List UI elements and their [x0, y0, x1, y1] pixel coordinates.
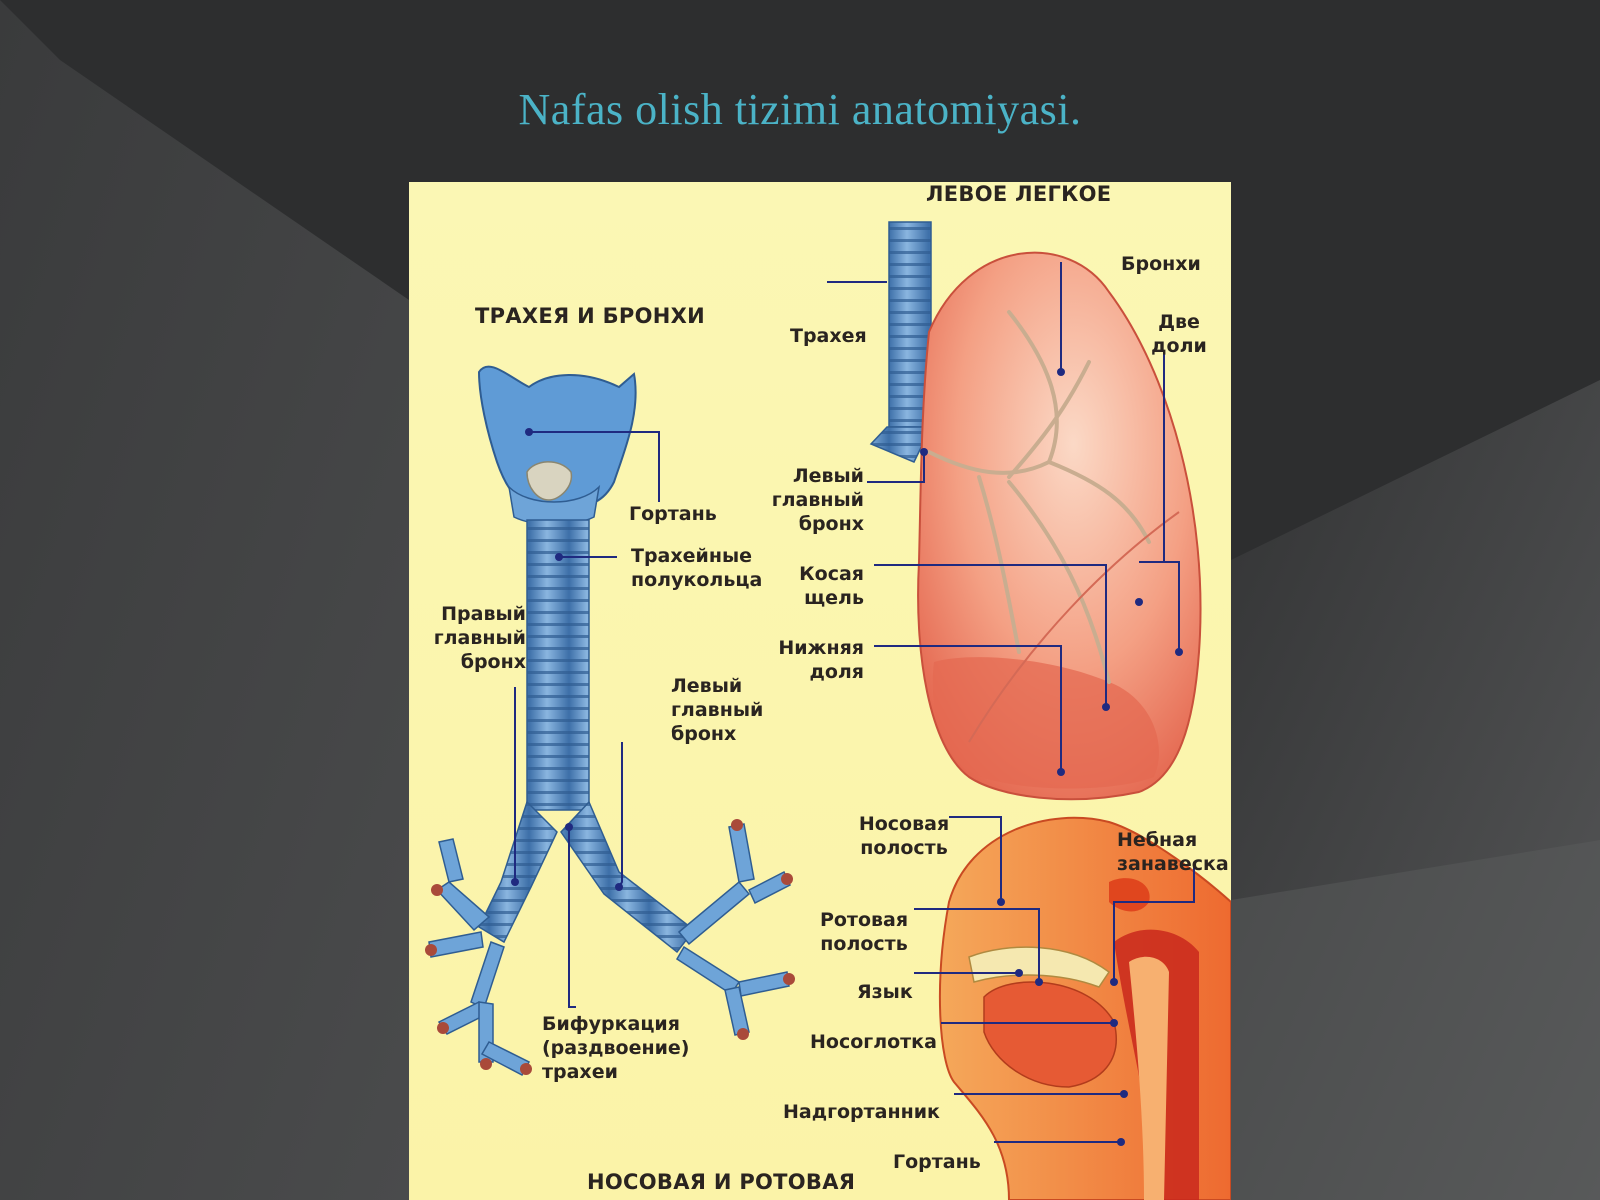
- label-lung-left-main-bronchus: Левый главный бронх: [771, 465, 864, 535]
- label-head-larynx: Гортань: [893, 1151, 981, 1173]
- trachea-diagram: [425, 365, 795, 1077]
- label-oral-cavity: Ротовая полость: [819, 909, 909, 955]
- label-nasal-cavity: Носовая полость: [858, 813, 950, 859]
- section-title-lung: ЛЕВОЕ ЛЕГКОЕ: [926, 182, 1112, 206]
- label-bifurcation: Бифуркация (раздвоение) трахеи: [542, 1013, 690, 1083]
- label-right-main-bronchus: Правый главный бронх: [433, 603, 526, 673]
- label-nasopharynx: Носоглотка: [810, 1031, 937, 1053]
- label-soft-palate: Небная занавеска: [1117, 829, 1229, 875]
- label-lower-lobe: Нижняя доля: [778, 637, 864, 683]
- section-title-trachea: ТРАХЕЯ И БРОНХИ: [475, 304, 705, 328]
- label-epiglottis: Надгортанник: [783, 1101, 940, 1123]
- label-larynx: Гортань: [629, 503, 717, 525]
- label-bronchi: Бронхи: [1121, 253, 1201, 275]
- label-left-main-bronchus-trachea: Левый главный бронх: [671, 675, 764, 745]
- head-section-diagram: [914, 816, 1231, 1200]
- label-tongue: Язык: [857, 981, 913, 1003]
- anatomy-poster: ТРАХЕЯ И БРОНХИ ЛЕВОЕ ЛЕГКОЕ НОСОВАЯ И Р…: [409, 182, 1231, 1200]
- label-tracheal-rings: Трахейные полукольца: [631, 545, 763, 591]
- lung-diagram: [827, 221, 1202, 801]
- label-lung-trachea: Трахея: [790, 325, 867, 347]
- slide-title: Nafas olish tizimi anatomiyasi.: [518, 85, 1082, 134]
- section-title-nasal: НОСОВАЯ И РОТОВАЯ: [587, 1170, 856, 1194]
- anatomy-illustration: [425, 221, 1231, 1200]
- label-oblique-fissure: Косая щель: [799, 563, 864, 609]
- label-two-lobes: Две доли: [1151, 311, 1207, 357]
